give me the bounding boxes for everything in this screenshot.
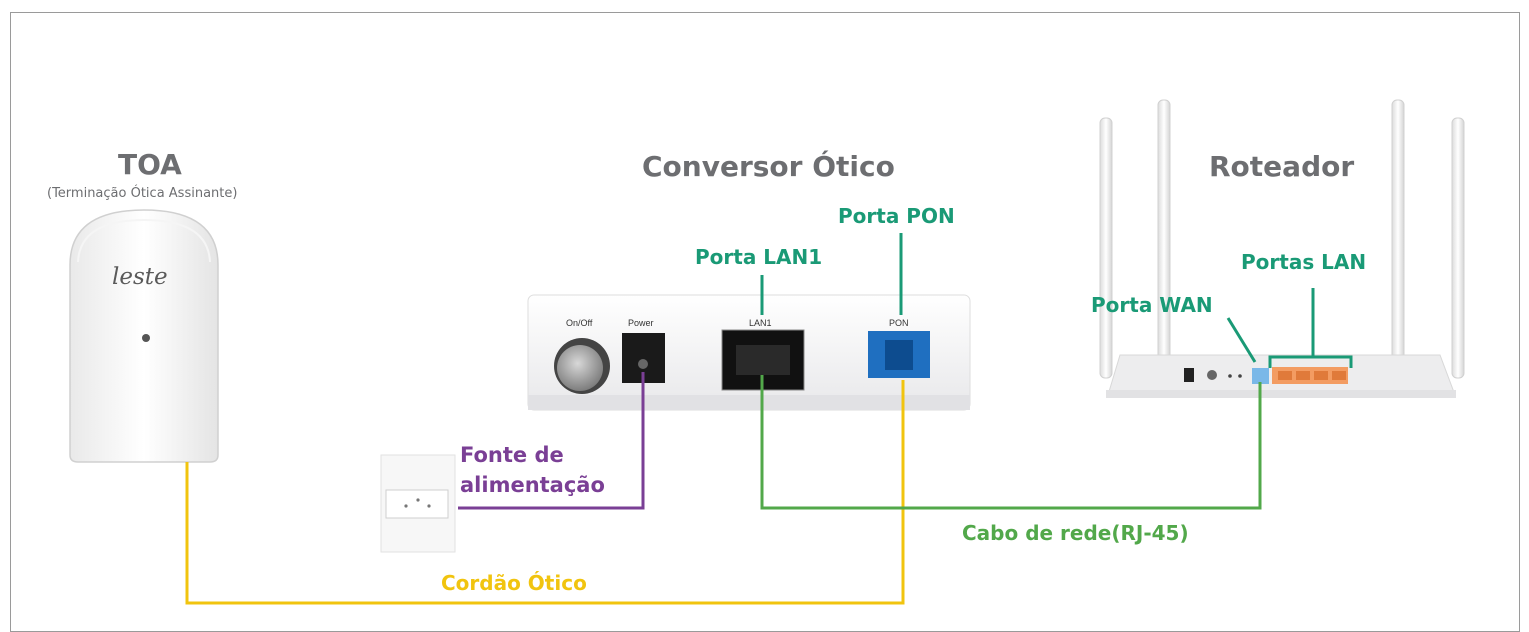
toa-device [69,209,219,463]
wan-leader [1226,317,1257,363]
port-label-onoff: On/Off [566,318,593,328]
label-porta-lan1: Porta LAN1 [695,245,823,269]
port-label-pon: PON [889,318,909,328]
power-cable [458,372,645,510]
wan-port-icon [1252,368,1269,384]
label-porta-wan: Porta WAN [1091,293,1213,317]
label-porta-pon: Porta PON [838,204,955,228]
toa-led-icon [142,334,150,342]
toa-title: TOA [118,148,182,181]
toa-subtitle: (Terminação Ótica Assinante) [47,186,238,201]
router-title: Roteador [1209,150,1355,183]
label-fonte-alimentacao: Fonte de alimentação [460,443,605,497]
toa-logo: leste [112,264,168,290]
lan-ports-bracket [1268,355,1353,368]
converter-device [527,294,971,411]
label-portas-lan: Portas LAN [1241,250,1367,274]
port-label-power: Power [628,318,654,328]
wall-outlet-icon [380,454,456,553]
router-device [1099,99,1465,398]
network-cable [760,375,1262,510]
converter-title: Conversor Ótico [642,150,895,183]
optical-cord [185,380,905,605]
port-label-lan1: LAN1 [749,318,772,328]
label-cabo-rede: Cabo de rede(RJ-45) [962,521,1189,545]
label-cordao-otico: Cordão Ótico [441,571,587,595]
